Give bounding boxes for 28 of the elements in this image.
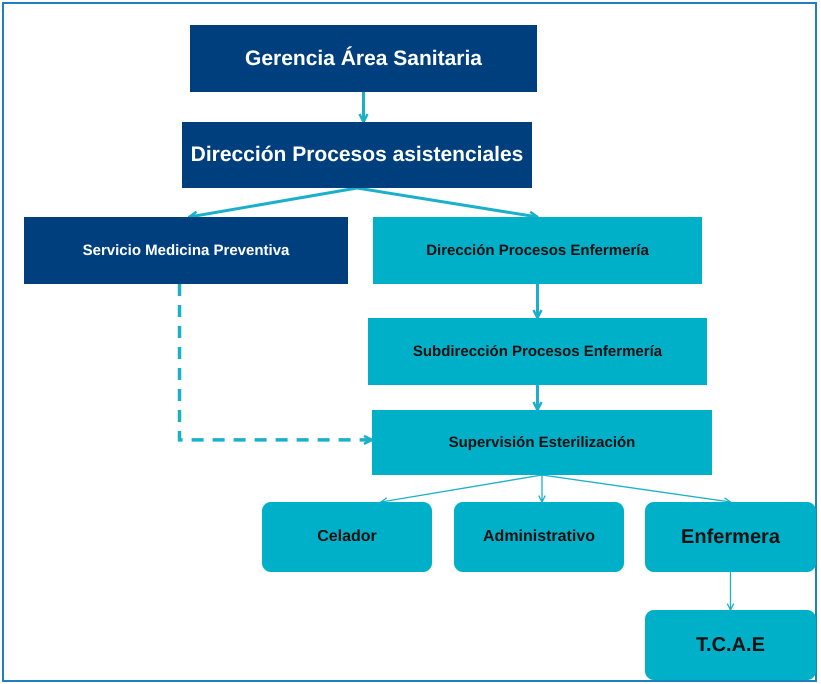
node-label: Subdirección Procesos Enfermería: [412, 343, 662, 360]
node-label: Servicio Medicina Preventiva: [82, 242, 290, 259]
node-label: Enfermera: [681, 526, 780, 548]
arrow: [532, 385, 543, 412]
node-label: Gerencia Área Sanitaria: [245, 46, 482, 70]
node-label: Dirección Procesos asistenciales: [190, 143, 524, 167]
staff-box: [262, 502, 432, 572]
node-label: Administrativo: [482, 528, 595, 546]
arrow: [726, 572, 734, 611]
arrow: [178, 284, 374, 446]
arrow: [358, 92, 369, 124]
supervision-box: [372, 410, 712, 475]
staff-box: [454, 502, 624, 572]
arrow: [542, 474, 732, 505]
staff-box: [645, 610, 816, 680]
node-label: Dirección Procesos Enfermería: [426, 242, 649, 259]
directorate-box: [182, 122, 532, 188]
management-box: [190, 25, 537, 92]
department-box: [373, 217, 702, 284]
node-label: Celador: [317, 528, 377, 546]
staff-box: [645, 502, 816, 572]
node-label: Supervisión Esterilización: [448, 434, 636, 451]
department-box: [368, 318, 707, 385]
arrow: [532, 284, 543, 320]
department-box: [24, 217, 348, 284]
node-label: T.C.A.E: [696, 634, 765, 656]
arrow: [538, 475, 546, 503]
arrow: [380, 474, 542, 505]
